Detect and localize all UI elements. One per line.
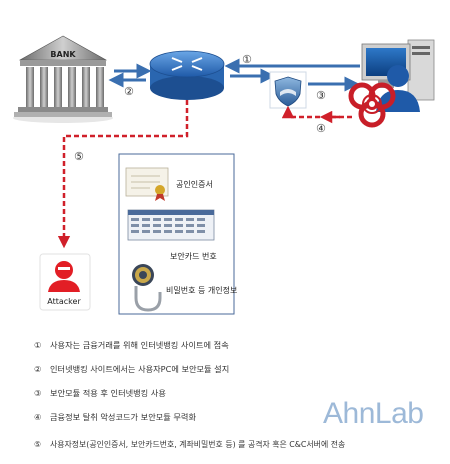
step-3-label: ③ — [316, 89, 326, 102]
security-module-icon — [269, 71, 307, 109]
security-card-icon — [127, 209, 215, 241]
certificate-icon — [125, 167, 169, 201]
personal-info-label: 비밀번호 등 개인정보 — [166, 285, 237, 295]
certificate-label: 공인인증서 — [176, 179, 213, 189]
attacker-label: Attacker — [47, 297, 81, 306]
step-1-label: ① — [242, 53, 252, 66]
step-5-label: ⑤ — [74, 150, 84, 163]
biohazard-icon — [348, 82, 396, 128]
router-user-arrows — [224, 58, 360, 84]
bank-icon — [13, 35, 113, 123]
brand-logo: AhnLab — [323, 397, 424, 430]
padlock-icon — [132, 264, 162, 312]
router-icon — [149, 50, 225, 100]
bank-router-arrows — [108, 63, 152, 88]
step-5-arrow — [57, 100, 189, 249]
user-pc-icon — [361, 39, 435, 101]
attacker-icon — [39, 253, 91, 311]
step-4-arrow — [281, 105, 352, 124]
security-card-label: 보안카드 번호 — [170, 251, 217, 261]
step-2-label: ② — [124, 85, 134, 98]
step-4-label: ④ — [316, 122, 326, 135]
bank-label: BANK — [50, 50, 76, 59]
